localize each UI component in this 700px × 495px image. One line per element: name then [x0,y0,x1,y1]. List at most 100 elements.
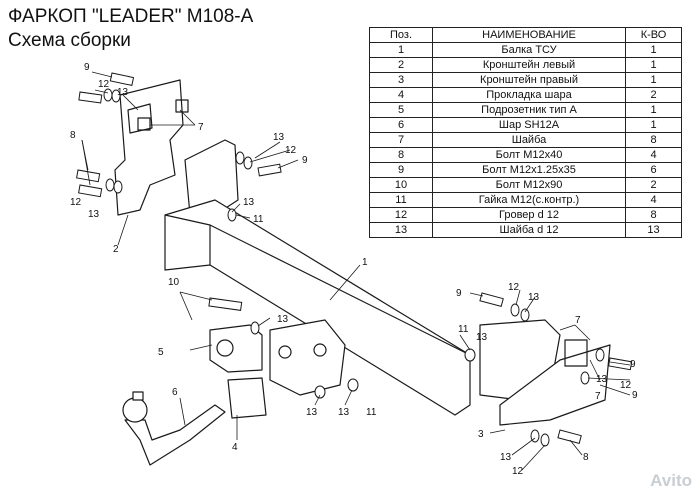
ball-spacer [227,377,267,419]
cell-qty: 6 [625,162,682,178]
bolt-icon [208,297,243,311]
cell-pos: 7 [369,132,433,148]
callout-13: 13 [306,407,318,418]
cell-pos: 2 [369,57,433,73]
bolt-icon [109,72,135,86]
cell-pos: 5 [369,102,433,118]
callout-9: 9 [84,62,90,73]
bolt-icon [557,429,582,445]
washer-icon [243,156,253,170]
callout-4: 4 [232,442,238,453]
bolt-icon [257,163,282,177]
cell-qty: 1 [625,72,682,88]
cell-name: Болт М12х40 [432,147,626,163]
washer-icon [540,433,550,447]
cell-qty: 2 [625,87,682,103]
callout-13: 13 [88,209,100,220]
page-title: ФАРКОП "LEADER" M108-A [8,6,254,27]
cell-qty: 4 [625,147,682,163]
callout-9: 9 [630,359,636,370]
washer-icon [105,178,115,192]
bracket-lower-left [269,319,346,396]
cell-pos: 12 [369,207,433,223]
washer-icon [314,385,326,399]
cell-pos: 6 [369,117,433,133]
cell-qty: 8 [625,207,682,223]
callout-11: 11 [458,324,469,335]
col-qty-header: К-ВО [625,27,682,43]
washer-icon [464,348,476,362]
cell-pos: 10 [369,177,433,193]
callout-13: 13 [500,452,512,463]
bolt-icon [78,184,103,198]
washer-icon [595,348,605,362]
washer-icon [227,208,237,222]
cell-name: Гайка М12(с.контр.) [432,192,626,208]
cell-name: Шайба [432,132,626,148]
cell-qty: 13 [625,222,682,238]
cell-name: Гровер d 12 [432,207,626,223]
callout-1: 1 [362,257,368,268]
washer-icon [250,321,260,335]
callout-6: 6 [172,387,178,398]
callout-3: 3 [478,429,484,440]
cell-name: Болт М12х1.25х35 [432,162,626,178]
callout-13: 13 [117,87,129,98]
callout-7: 7 [198,122,204,133]
callout-8: 8 [583,452,589,463]
washer-icon [347,378,359,392]
ball-hitch [124,404,226,466]
page-subtitle: Схема сборки [8,30,131,51]
cell-qty: 2 [625,177,682,193]
callout-9: 9 [632,390,638,401]
cell-name: Прокладка шара [432,87,626,103]
table-header-row: Поз. НАИМЕНОВАНИЕ К-ВО [369,27,682,43]
washer-icon [111,89,121,103]
cell-pos: 13 [369,222,433,238]
callout-8: 8 [70,130,76,141]
bracket-left [114,79,184,216]
socket-bracket [209,324,263,373]
callout-13: 13 [243,197,255,208]
callout-7: 7 [575,315,581,326]
cell-name: Подрозетник тип А [432,102,626,118]
cell-pos: 4 [369,87,433,103]
cell-qty: 1 [625,57,682,73]
cell-qty: 4 [625,192,682,208]
callout-11: 11 [366,407,377,418]
callout-13: 13 [476,332,488,343]
cell-qty: 1 [625,42,682,58]
cell-name: Кронштейн левый [432,57,626,73]
col-name-header: НАИМЕНОВАНИЕ [432,27,626,43]
watermark: Avito [650,471,692,490]
cell-name: Балка ТСУ [432,42,626,58]
callout-12: 12 [508,282,520,293]
callout-7: 7 [595,391,601,402]
cell-pos: 11 [369,192,433,208]
callout-12: 12 [98,79,110,90]
col-pos-header: Поз. [369,27,433,43]
cell-name: Шар SH12A [432,117,626,133]
callout-12: 12 [285,145,297,156]
callout-13: 13 [528,292,540,303]
cell-qty: 1 [625,102,682,118]
cell-name: Болт М12х90 [432,177,626,193]
callout-2: 2 [113,244,119,255]
cell-pos: 8 [369,147,433,163]
cell-name: Шайба d 12 [432,222,626,238]
callout-13: 13 [338,407,350,418]
bracket-right-plate [499,344,611,426]
callout-13: 13 [277,314,289,325]
callout-9: 9 [456,288,462,299]
washer-icon [580,371,590,385]
